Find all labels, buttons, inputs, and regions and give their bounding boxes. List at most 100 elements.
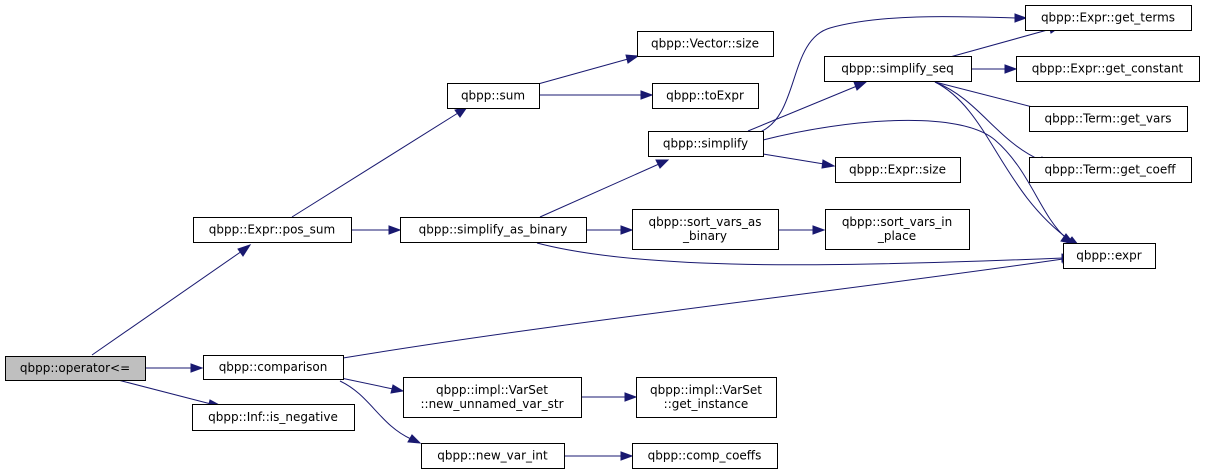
edge-arrowhead <box>625 54 640 64</box>
node-label: qbpp::Expr::pos_sum <box>209 223 335 237</box>
node-operator-le[interactable]: qbpp::operator<= <box>5 356 146 381</box>
node-label: ::new_unnamed_var_str <box>420 397 563 411</box>
edge-comparison-to-new-unnamed-var-str <box>340 377 394 390</box>
node-comparison[interactable]: qbpp::comparison <box>203 355 344 380</box>
node-inf-is-negative[interactable]: qbpp::Inf::is_negative <box>192 404 355 431</box>
node-label: qbpp::operator<= <box>20 361 130 375</box>
edge-simplify-as-binary-to-expr <box>536 242 1064 266</box>
node-sum[interactable]: qbpp::sum <box>447 83 540 109</box>
node-label: qbpp::expr <box>1076 249 1141 263</box>
node-label: qbpp::comparison <box>219 360 328 374</box>
node-label: qbpp::Expr::get_constant <box>1032 62 1184 76</box>
node-label: ::get_instance <box>664 397 749 411</box>
node-label: qbpp::new_var_int <box>437 449 548 463</box>
edge-simplify-seq-to-term-get-coeff <box>934 81 1043 162</box>
node-box <box>648 131 764 157</box>
node-term-get-vars[interactable]: qbpp::Term::get_vars <box>1029 106 1188 132</box>
node-simplify-seq[interactable]: qbpp::simplify_seq <box>824 56 972 82</box>
node-label: qbpp::toExpr <box>666 89 744 103</box>
edge-simplify-to-expr <box>762 119 1067 239</box>
node-label: qbpp::sum <box>461 89 525 103</box>
edge-arrowhead <box>390 384 405 394</box>
edge-arrowhead <box>1014 13 1028 23</box>
node-simplify-as-binary[interactable]: qbpp::simplify_as_binary <box>400 217 587 243</box>
node-label: _place <box>877 229 916 243</box>
edge-arrowhead <box>190 363 204 373</box>
node-label: qbpp::Term::get_coeff <box>1044 163 1176 177</box>
edge-simplify-to-simplify-seq <box>747 85 858 132</box>
node-label: qbpp::simplify_seq <box>841 62 953 76</box>
edge-arrowhead <box>624 392 638 402</box>
edge-arrowhead <box>812 225 826 235</box>
edge-sum-to-vector-size <box>537 58 629 85</box>
node-label: qbpp::Vector::size <box>651 37 759 51</box>
edge-arrowhead <box>821 159 836 169</box>
edge-simplify-to-expr-size <box>762 153 825 165</box>
node-box <box>835 157 961 183</box>
node-simplify[interactable]: qbpp::simplify <box>648 131 764 157</box>
edge-operator-le-to-expr-pos-sum <box>91 250 243 356</box>
node-box <box>824 56 972 82</box>
edge-simplify-seq-to-get-terms <box>949 28 1052 58</box>
edge-simplify-as-binary-to-simplify <box>539 163 660 218</box>
node-box <box>203 355 344 380</box>
node-label: qbpp::Expr::size <box>849 163 946 177</box>
node-sort-vars-in-place[interactable]: qbpp::sort_vars_in_place <box>825 209 970 250</box>
node-label: qbpp::comp_coeffs <box>648 449 762 463</box>
node-box <box>1029 106 1188 132</box>
node-label: qbpp::impl::VarSet <box>436 383 548 397</box>
node-label: qbpp::impl::VarSet <box>650 383 762 397</box>
node-varset-new-unnamed[interactable]: qbpp::impl::VarSet::new_unnamed_var_str <box>403 377 582 418</box>
node-expr[interactable]: qbpp::expr <box>1063 243 1156 269</box>
node-box <box>632 209 779 250</box>
node-label: qbpp::Term::get_vars <box>1044 112 1171 126</box>
node-box <box>632 443 778 469</box>
node-box <box>1025 5 1192 31</box>
edge-pos-sum-to-sum <box>291 112 459 218</box>
edge-simplify-seq-to-expr <box>934 81 1072 242</box>
node-box <box>1029 157 1192 183</box>
node-expr-size[interactable]: qbpp::Expr::size <box>835 157 961 183</box>
node-label: _binary <box>682 229 727 243</box>
node-label: qbpp::sort_vars_as <box>648 215 761 229</box>
node-sort-vars-as-binary[interactable]: qbpp::sort_vars_as_binary <box>632 209 779 250</box>
node-expr-get-terms[interactable]: qbpp::Expr::get_terms <box>1025 5 1192 31</box>
node-box <box>637 31 774 57</box>
edge-comparison-to-expr <box>342 258 1064 359</box>
edge-arrowhead <box>620 225 634 235</box>
node-expr-get-constant[interactable]: qbpp::Expr::get_constant <box>1016 56 1200 82</box>
node-label: qbpp::Inf::is_negative <box>208 410 338 424</box>
node-label: qbpp::Expr::get_terms <box>1041 11 1175 25</box>
node-new-var-int[interactable]: qbpp::new_var_int <box>421 443 565 469</box>
node-box <box>5 356 146 381</box>
node-label: qbpp::simplify <box>663 137 748 151</box>
node-expr-pos-sum[interactable]: qbpp::Expr::pos_sum <box>193 217 352 243</box>
node-comp-coeffs[interactable]: qbpp::comp_coeffs <box>632 443 778 469</box>
node-box <box>400 217 587 243</box>
node-box <box>636 377 777 418</box>
edge-arrowhead <box>407 434 422 444</box>
node-vector-size[interactable]: qbpp::Vector::size <box>637 31 774 57</box>
edge-arrowhead <box>388 225 402 235</box>
node-box <box>1063 243 1156 269</box>
node-varset-get-instance[interactable]: qbpp::impl::VarSet::get_instance <box>636 377 777 418</box>
edge-arrowhead <box>237 244 252 257</box>
edge-simplify-to-expr-get-terms <box>759 16 1017 133</box>
node-box <box>421 443 565 469</box>
node-box <box>192 404 355 431</box>
edge-arrowhead <box>640 90 654 100</box>
node-label: qbpp::simplify_as_binary <box>419 223 568 237</box>
node-box <box>447 83 540 109</box>
node-box <box>193 217 352 243</box>
node-to-expr[interactable]: qbpp::toExpr <box>652 83 759 109</box>
edge-operator-le-to-inf-is-negative <box>117 379 212 405</box>
node-box <box>652 83 759 109</box>
node-box <box>1016 56 1200 82</box>
node-term-get-coeff[interactable]: qbpp::Term::get_coeff <box>1029 157 1192 183</box>
node-box <box>825 209 970 250</box>
edge-comparison-to-new-var-int <box>339 380 412 440</box>
node-box <box>403 377 582 418</box>
edge-arrowhead <box>655 159 670 169</box>
edge-arrowhead <box>1004 64 1018 74</box>
node-label: qbpp::sort_vars_in <box>842 215 952 229</box>
